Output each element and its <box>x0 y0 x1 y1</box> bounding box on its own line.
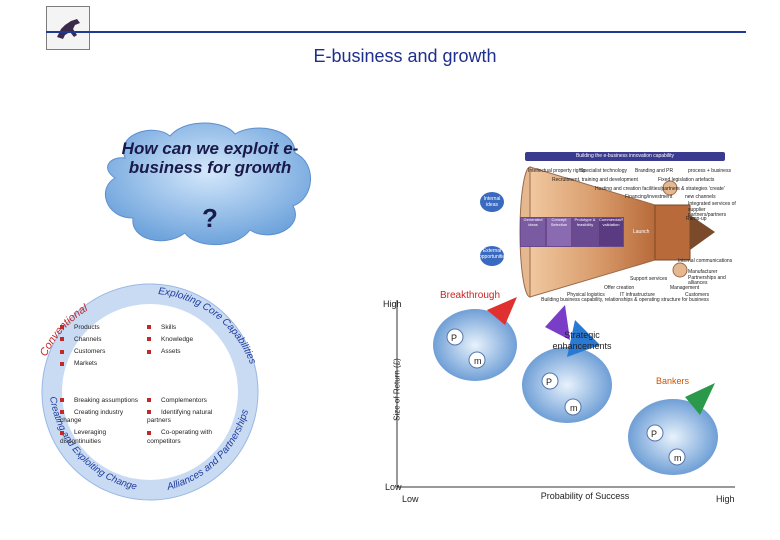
funnel-label: Customers <box>685 292 710 298</box>
funnel-stage: Generated ideas <box>520 217 546 247</box>
strategic-arrow <box>545 305 570 340</box>
list-item: Co-operating with competitors <box>147 429 212 445</box>
funnel-stage: Concept Selection <box>546 217 572 247</box>
node-m: m <box>674 453 682 463</box>
list-item: Products <box>60 324 105 332</box>
list-item: Channels <box>60 336 105 344</box>
funnel-label: new channels <box>685 194 716 200</box>
external-opportunities-badge <box>480 246 504 266</box>
y-axis-label: Size of Return (£) <box>392 358 402 421</box>
funnel-label: Offer creation <box>604 285 635 291</box>
funnel-label: Specialist technology <box>580 168 627 174</box>
y-high-label: High <box>383 299 402 309</box>
node-m: m <box>474 356 482 366</box>
funnel-label: Ramp-up <box>686 216 707 222</box>
bankers-cluster <box>628 399 718 475</box>
strategic-cluster <box>522 347 612 423</box>
strategy-circle: Exploiting Core Capabilities Conventiona… <box>38 283 259 501</box>
funnel-label: Manufacturer Partnerships and alliances <box>688 269 726 286</box>
funnel-label: Intellectual property rights <box>528 168 586 174</box>
funnel-footer: Building business capability, relationsh… <box>541 297 709 303</box>
funnel-label: Internal ideas <box>483 196 501 208</box>
question-mark: ? <box>202 203 218 233</box>
funnel-stage: Commercial/Pilot validation <box>598 217 624 247</box>
breakthrough-label: Breakthrough <box>440 290 501 301</box>
breakthrough-arrow <box>487 297 517 325</box>
funnel-label: Branding and PR <box>635 168 674 174</box>
list-item: Knowledge <box>147 336 193 344</box>
funnel-label: Financing/investment <box>625 194 673 200</box>
strategic-label: Strategic enhancements <box>552 330 612 351</box>
x-high-label: High <box>716 494 735 504</box>
page-title: E-business and growth <box>313 46 497 66</box>
funnel-label: IT infrastructure <box>620 292 655 298</box>
funnel-label: Launch <box>633 229 650 235</box>
node-p: P <box>451 333 457 343</box>
list-item: Creating industry change <box>60 409 124 425</box>
griffin-logo-icon <box>57 19 80 39</box>
node-p: P <box>651 429 657 439</box>
list-item: Assets <box>147 348 193 356</box>
funnel-label: Recruitment, training and development <box>552 177 638 183</box>
quadrant-core-capabilities: Skills Knowledge Assets <box>147 324 193 360</box>
internal-ideas-badge <box>480 192 504 212</box>
node-m: m <box>570 403 578 413</box>
funnel-stage: Prototype & feasibility <box>572 217 598 247</box>
list-item: Identifying natural partners <box>147 409 213 425</box>
logo <box>46 6 90 50</box>
bankers-arrow-blue <box>567 320 600 357</box>
quadrant-change: Breaking assumptions Creating industry c… <box>60 397 142 450</box>
funnel-header: Building the e-business innovation capab… <box>525 152 725 161</box>
funnel-label: Physical logistics <box>567 292 605 298</box>
list-item: Leveraging discontinuities <box>60 429 107 445</box>
node-p: P <box>546 377 552 387</box>
return-probability-matrix: P m P m P m <box>396 297 735 488</box>
cloud-shape <box>104 122 311 246</box>
list-item: Customers <box>60 348 105 356</box>
funnel-label: Support services <box>630 276 668 282</box>
cloud-question-text: How can we exploit e-business for growth <box>121 139 299 177</box>
y-low-label: Low <box>385 482 402 492</box>
quadrant-conventional: Products Channels Customers Markets <box>60 324 105 373</box>
bankers-arrow-green <box>685 383 715 415</box>
funnel-label: Integrated services of supplier partners… <box>688 201 736 218</box>
list-item: Complementors <box>147 397 227 405</box>
breakthrough-cluster <box>433 309 517 381</box>
bankers-label: Bankers <box>656 376 690 386</box>
quadrant-alliances: Complementors Identifying natural partne… <box>147 397 227 450</box>
funnel-label: Management <box>670 285 700 291</box>
funnel-label: Hosting and creation facilities/partners… <box>595 186 725 192</box>
funnel-label: External opportunities <box>479 248 508 260</box>
funnel-label: process + business <box>688 168 731 174</box>
list-item: Markets <box>60 360 105 368</box>
x-low-label: Low <box>402 494 419 504</box>
x-axis-label: Probability of Success <box>540 491 630 501</box>
funnel-label: Internal communications <box>678 258 733 264</box>
list-item: Skills <box>147 324 193 332</box>
funnel-label: Fixed legislation artefacts <box>658 177 715 183</box>
list-item: Breaking assumptions <box>60 397 142 405</box>
header-rule <box>46 31 746 33</box>
